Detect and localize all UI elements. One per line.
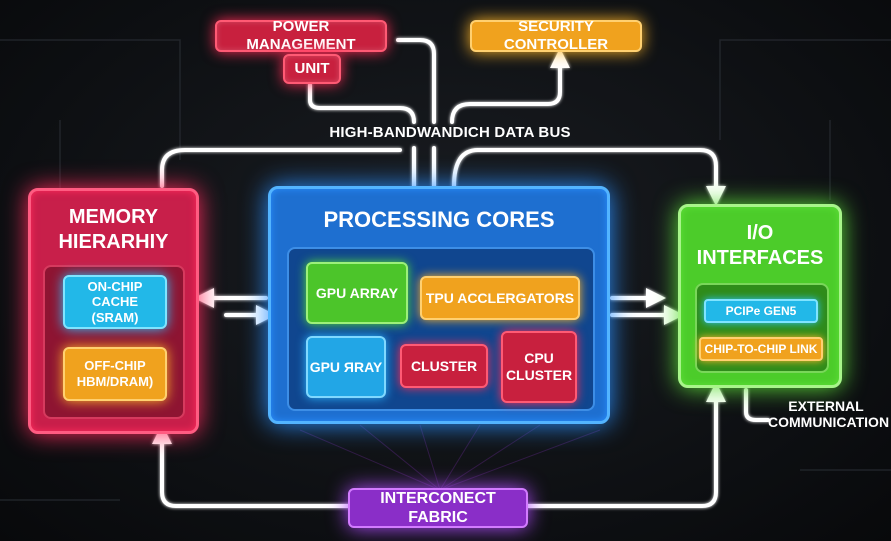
- chip-link-block: CHIP-TO-CHIP LINK: [699, 337, 823, 361]
- memory-hierarchy-block: MEMORY HIERARHIY ON-CHIP CACHE (SRAM) OF…: [28, 188, 199, 434]
- pcie-block: PCIPe GEN5: [704, 299, 818, 323]
- cpu-cluster-line2: CLUSTER: [505, 367, 573, 383]
- io-title: I/O INTERFACES: [681, 221, 839, 271]
- interconnect-fabric-label: INTERCONECT FABRIC: [380, 489, 496, 526]
- cpu-cluster-block: CPU CLUSTER: [501, 331, 577, 403]
- gpu-ray-label: GPU ЯRAY: [309, 358, 383, 375]
- processing-inner-panel: GPU ARRAY TPU ACCLERGATORS GPU ЯRAY CLUS…: [287, 247, 595, 411]
- power-management-unit-label: UNIT: [283, 54, 341, 84]
- off-chip-dram-line1: OFF-CHIP: [84, 358, 146, 374]
- gpu-ray-block: GPU ЯRAY: [306, 336, 386, 398]
- data-bus-label: HIGH-BANDWANDICH DATA BUS: [329, 124, 571, 141]
- memory-title: MEMORY HIERARHIY: [31, 205, 196, 255]
- security-controller-block: SECURITY CONTROLLER: [470, 18, 642, 53]
- power-management-line2: UNIT: [294, 60, 330, 77]
- off-chip-dram-block: OFF-CHIP HBM/DRAM): [63, 347, 167, 401]
- memory-title-line1: MEMORY: [68, 206, 159, 228]
- gpu-array-label: GPU ARRAY: [315, 284, 399, 301]
- gpu-array-block: GPU ARRAY: [306, 262, 408, 324]
- off-chip-dram-line2: HBM/DRAM): [76, 374, 154, 389]
- cluster-block: CLUSTER: [400, 344, 488, 388]
- memory-inner-panel: ON-CHIP CACHE (SRAM) OFF-CHIP HBM/DRAM): [43, 265, 185, 419]
- io-title-line1: I/O: [746, 222, 774, 244]
- chip-link-label: CHIP-TO-CHIP LINK: [704, 341, 818, 356]
- io-interfaces-block: I/O INTERFACES PCIPe GEN5 CHIP-TO-CHIP L…: [678, 204, 842, 388]
- on-chip-cache-line1: ON-CHIP CACHE: [87, 278, 143, 310]
- processing-title: PROCESSING CORES: [323, 207, 555, 232]
- power-management-line1: POWER MANAGEMENT: [246, 18, 356, 53]
- io-inner-panel: PCIPe GEN5 CHIP-TO-CHIP LINK: [695, 283, 829, 373]
- memory-title-line2: HIERARHIY: [58, 231, 169, 253]
- on-chip-cache-block: ON-CHIP CACHE (SRAM): [63, 275, 167, 329]
- power-management-label: POWER MANAGEMENT: [215, 18, 387, 53]
- security-controller-label: SECURITY CONTROLLER: [503, 18, 609, 53]
- interconnect-fabric-block: INTERCONECT FABRIC: [348, 488, 528, 528]
- pcie-label: PCIPe GEN5: [725, 303, 797, 318]
- tpu-accelerators-label: TPU ACCLERGATORS: [425, 289, 575, 306]
- cluster-label: CLUSTER: [410, 357, 478, 374]
- external-line1: EXTERNAL: [788, 398, 864, 414]
- external-communication-label: EXTERNAL COMMUNICATION: [768, 398, 890, 431]
- processing-cores-block: PROCESSING CORES GPU ARRAY TPU ACCLERGAT…: [268, 186, 610, 424]
- io-title-line2: INTERFACES: [696, 247, 824, 269]
- tpu-accelerators-block: TPU ACCLERGATORS: [420, 276, 580, 320]
- on-chip-cache-line2: (SRAM): [91, 309, 139, 325]
- external-line2: COMMUNICATION: [768, 414, 890, 431]
- cpu-cluster-line1: CPU: [524, 350, 554, 367]
